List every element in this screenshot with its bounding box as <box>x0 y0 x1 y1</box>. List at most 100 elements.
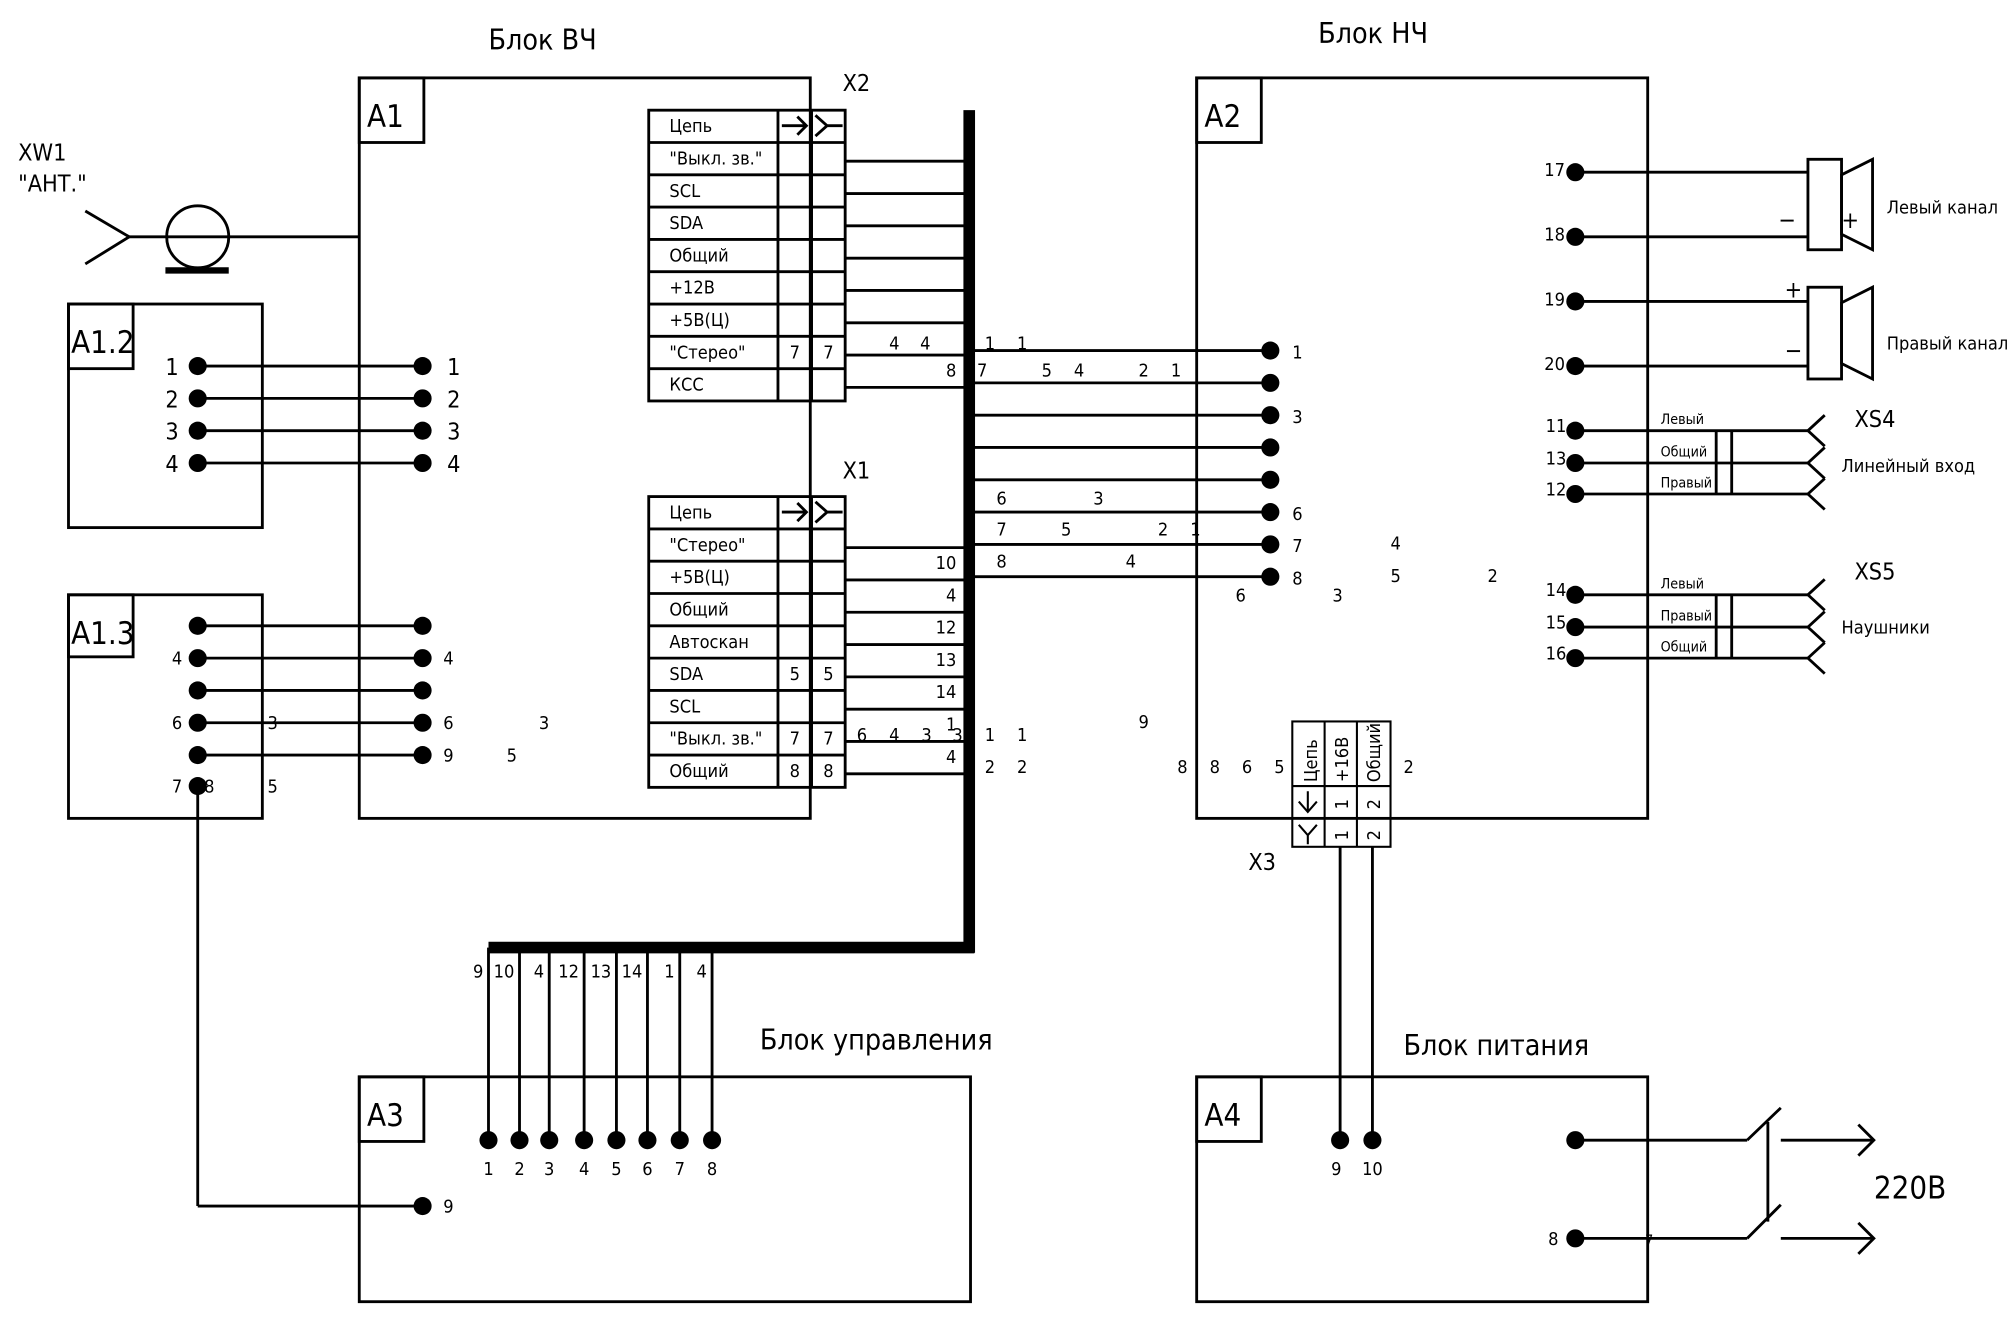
pin-a: 5 <box>790 664 800 685</box>
antenna-label: "АНТ." <box>18 171 87 198</box>
bus-wire-number: 9 <box>473 961 483 982</box>
circuit-name: "Выкл. зв." <box>669 729 762 750</box>
label: 3 <box>268 713 278 734</box>
wire-label: 1 <box>1190 519 1200 540</box>
wire-name: Правый <box>1661 609 1712 625</box>
polarity-plus: + <box>1842 207 1860 234</box>
a2-pin-label: 3 <box>1292 407 1302 428</box>
speaker-pin-label: 17 <box>1544 160 1565 181</box>
terminal-dot <box>510 1131 529 1150</box>
table-frame <box>647 108 847 403</box>
polarity-minus: − <box>1778 207 1796 234</box>
terminal-dot <box>1261 535 1280 554</box>
jack-pin-label: 15 <box>1546 612 1567 633</box>
a2-pin-label: 6 <box>1292 504 1302 525</box>
circuit-name: +5В(Ц) <box>669 567 729 588</box>
ref-xs4: XS4 <box>1854 406 1895 433</box>
circuit-name: SDA <box>669 213 703 234</box>
circuit-name: +5В(Ц) <box>669 310 729 331</box>
wire-label: 3 <box>1332 585 1342 606</box>
wire-label: 5 <box>1274 757 1284 778</box>
x3-header: Цепь <box>1301 739 1322 782</box>
ref-a2: A2 <box>1204 99 1241 135</box>
x3-cell: 2 <box>1364 830 1385 840</box>
x3-socket-icon <box>1297 824 1318 845</box>
phones-label: Наушники <box>1842 618 1930 639</box>
wire-label: 1 <box>1017 333 1027 354</box>
circuit-name: "Выкл. зв." <box>669 148 762 169</box>
wire-label: 7 <box>996 519 1006 540</box>
jack-pin-label: 14 <box>1546 580 1567 601</box>
ref-a3: A3 <box>367 1098 404 1134</box>
wire-number: 14 <box>936 682 957 703</box>
block-a3: A3 <box>357 1075 972 1304</box>
label: 3 <box>539 713 549 734</box>
terminal-dot <box>1261 567 1280 586</box>
wire-label: 2 <box>1158 519 1168 540</box>
a4-pin-8: 8 <box>1548 1229 1558 1250</box>
wire-number: 4 <box>946 585 956 606</box>
wire-label: 2 <box>1139 360 1149 381</box>
harness-bus <box>488 110 976 954</box>
wire-number: 12 <box>936 618 957 639</box>
a3-pin-label: 5 <box>611 1159 621 1180</box>
circuit-name: SCL <box>669 181 700 202</box>
terminal-dot <box>575 1131 594 1150</box>
circuit-name: Общий <box>669 599 728 620</box>
bus-wire-number: 13 <box>591 961 612 982</box>
a3-pin-label: 6 <box>642 1159 652 1180</box>
wire-label: 8 <box>1210 757 1220 778</box>
wire-label: 5 <box>1061 519 1071 540</box>
wire-label: 3 <box>1093 488 1103 509</box>
a1-3-pin-label: 7 <box>172 777 182 798</box>
circuit-name: Автоскан <box>669 632 748 653</box>
wire-label: 6 <box>996 488 1006 509</box>
speaker-icon <box>1806 157 1843 252</box>
arrow-out-icon <box>1780 1123 1876 1255</box>
terminal-dot <box>607 1131 626 1150</box>
wire-label: 1 <box>1017 725 1027 746</box>
wire-label: 2 <box>1017 757 1027 778</box>
wire-label: 4 <box>1074 360 1084 381</box>
jack-icon <box>1805 414 1826 448</box>
wire-label: 6 <box>857 725 867 746</box>
terminal-dot <box>1261 503 1280 522</box>
wire-label: 3 <box>952 725 962 746</box>
x3-arrow-icon <box>1297 791 1318 814</box>
jack-pin-label: 13 <box>1546 448 1567 469</box>
pin-a: 8 <box>790 761 800 782</box>
circuit-name: КСС <box>669 375 703 396</box>
terminal-dot <box>1261 406 1280 425</box>
pin-b: 5 <box>823 664 833 685</box>
circuit-name: SDA <box>669 664 703 685</box>
jack-icon <box>1805 641 1826 675</box>
block-a1-3: A1.3 <box>67 593 264 820</box>
block-a1-2: A1.2 <box>67 302 264 530</box>
speaker-pin-label: 20 <box>1544 354 1565 375</box>
a1-pin-label: 4 <box>443 649 453 670</box>
arrow-plug-icon <box>781 115 809 136</box>
label: 8 <box>204 777 214 798</box>
a1-pin-label: 9 <box>443 746 453 767</box>
a3-pin-label: 3 <box>544 1159 554 1180</box>
a1-pin-label: 6 <box>443 713 453 734</box>
x3-cell: 1 <box>1332 799 1353 809</box>
polarity-plus: + <box>1785 277 1803 304</box>
speaker-icon <box>1806 285 1843 381</box>
a1-2-pin-label: 4 <box>165 451 178 478</box>
a4-pin-label: 9 <box>1331 1159 1341 1180</box>
pin-a: 7 <box>790 342 800 363</box>
a3-pin-label: 8 <box>707 1159 717 1180</box>
antenna-ref: XW1 <box>18 140 66 167</box>
a1-1-pin-label: 1 <box>447 354 460 381</box>
wire-number: 10 <box>936 553 957 574</box>
wire-label: 2 <box>1487 566 1497 587</box>
x3-cell: 1 <box>1332 830 1353 840</box>
block-a1: A1 <box>357 76 812 820</box>
ref-x1: X1 <box>843 457 871 484</box>
wire-label: 4 <box>1126 552 1136 573</box>
